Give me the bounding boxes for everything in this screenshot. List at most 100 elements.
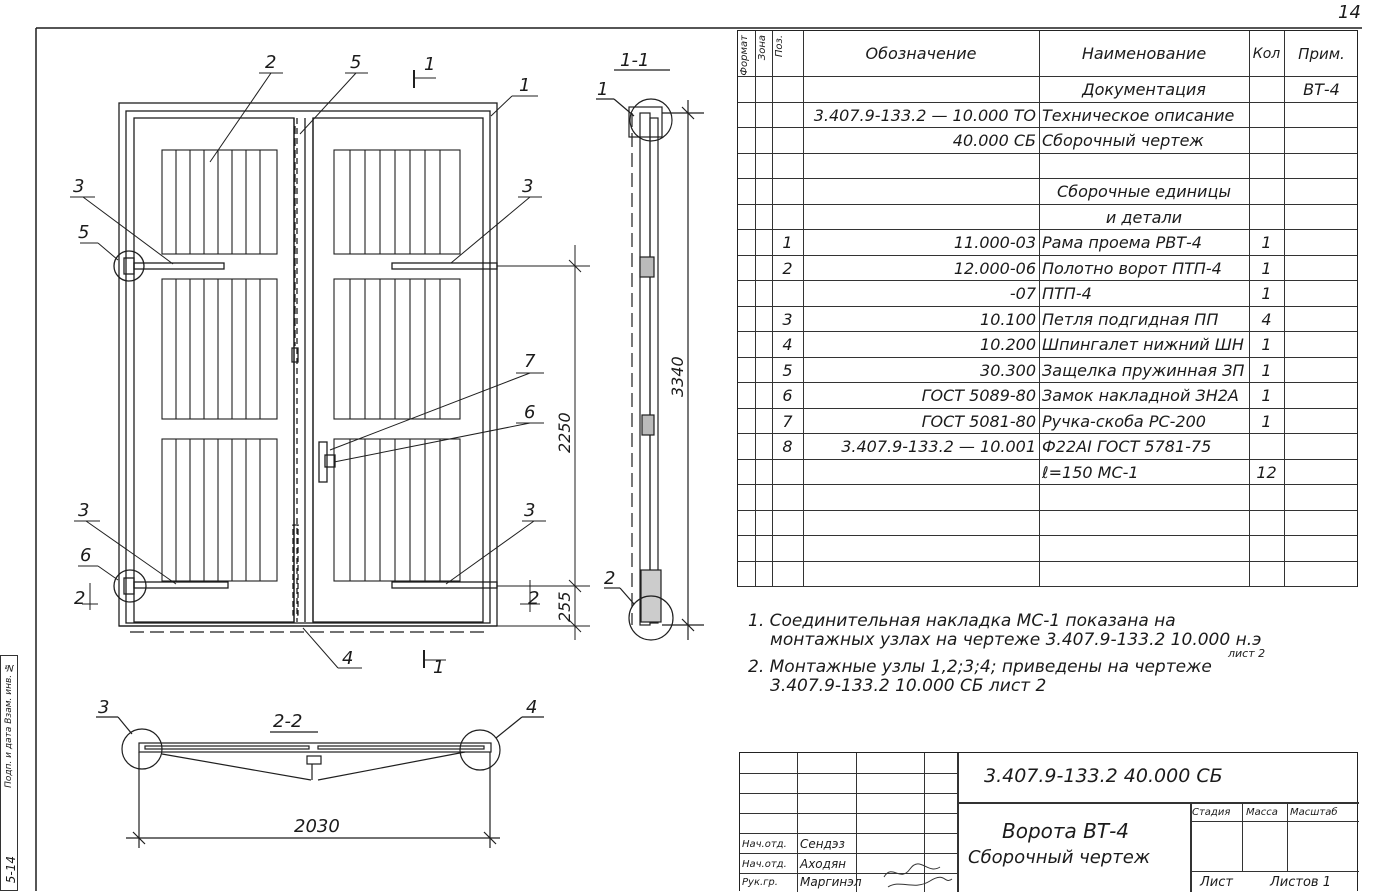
title-block: 3.407.9-133.2 40.000 СБ Ворота ВТ-4 Сбор…	[739, 752, 1359, 892]
cell-note	[1284, 358, 1359, 383]
label-pos-6: 6	[524, 402, 535, 423]
header-qty: Кол	[1252, 46, 1281, 62]
cell-designation	[803, 562, 1039, 587]
mass-label: Масса	[1246, 807, 1278, 818]
spec-row	[738, 562, 1357, 587]
cell-qty: 1	[1261, 360, 1272, 380]
cell-qty	[1249, 128, 1284, 153]
cell-pos	[772, 154, 803, 179]
dim-255: 255	[555, 591, 574, 622]
cell-note	[1284, 511, 1359, 536]
side-stamp-number: 5-14	[4, 856, 18, 884]
doc-code: 3.407.9-133.2 40.000 СБ	[984, 765, 1223, 787]
cell-name: Шпингалет нижний ШН	[1042, 335, 1244, 354]
cell-qty	[1249, 562, 1284, 587]
cut-mark: 1	[424, 54, 435, 75]
cell-note: ВТ-4	[1303, 80, 1340, 99]
cell-qty: 1	[1261, 386, 1272, 405]
cell-designation: 11.000-03	[953, 233, 1036, 252]
cell-designation	[803, 205, 1039, 230]
label-pos-4: 4	[342, 648, 353, 669]
scale-label: Масштаб	[1290, 807, 1338, 818]
cell-name: Рама проема РВТ-4	[1042, 233, 1202, 252]
cell-pos	[772, 281, 803, 306]
cell-name: Замок накладной ЗН2А	[1042, 386, 1239, 405]
spec-row: и детали	[738, 205, 1357, 230]
cell-designation	[803, 460, 1039, 485]
label-pos-3: 3	[98, 697, 109, 718]
label-pos-3: 3	[524, 500, 535, 521]
cell-note	[1284, 281, 1359, 306]
cell-designation: -07	[1009, 284, 1036, 303]
label-pos-6: 6	[80, 545, 91, 566]
side-stamp: Подп. и дата Взам. инв. № 5-14	[0, 655, 18, 891]
spec-row: Сборочные единицы	[738, 179, 1357, 205]
cell-name: Сборочный чертеж	[1042, 131, 1204, 150]
spec-row: 3.407.9-133.2 — 10.000 ТО Техническое опи…	[738, 103, 1357, 128]
cell-note	[1284, 434, 1359, 459]
label-pos-3: 3	[78, 500, 89, 521]
label-pos-1: 1	[519, 75, 530, 96]
cell-designation: 12.000-06	[953, 258, 1036, 278]
cell-qty	[1249, 179, 1284, 204]
header-pos: Поз.	[774, 35, 785, 58]
cell-qty: 1	[1261, 258, 1272, 278]
cell-designation: 30.300	[980, 360, 1036, 380]
cell-name: Петля подгидная ПП	[1042, 309, 1219, 329]
dim-3340: 3340	[668, 356, 687, 397]
label-pos-5: 5	[350, 52, 361, 73]
cell-qty	[1249, 77, 1284, 102]
note-1-line-2: монтажных узлах на чертеже 3.407.9-133.2…	[770, 630, 1262, 650]
cell-note	[1284, 536, 1359, 561]
dim-2030: 2030	[294, 816, 340, 837]
cell-qty: 1	[1261, 411, 1272, 431]
cell-qty	[1249, 511, 1284, 536]
cell-designation: 3.407.9-133.2 — 10.000 ТО	[813, 105, 1036, 125]
spec-header-row: Формат Зона Поз. Обозначение Наименовани…	[738, 31, 1357, 77]
cell-name: ℓ=150 МС-1	[1042, 462, 1139, 482]
label-pos-2: 2	[604, 568, 615, 589]
spec-row	[738, 511, 1359, 536]
panel-slats	[161, 149, 461, 582]
cell-name: Техническое описание	[1042, 105, 1235, 125]
label-pos-7: 7	[524, 351, 536, 372]
section-1-1-title: 1-1	[620, 50, 649, 71]
cell-designation	[803, 154, 1039, 179]
sheet-label: Лист	[1200, 875, 1233, 890]
cell-designation	[803, 511, 1039, 536]
cell-name	[1039, 485, 1249, 510]
cell-designation: 3.407.9-133.2 — 10.001	[841, 437, 1036, 456]
hardware	[291, 126, 336, 616]
role-2: Нач.отд.	[742, 859, 787, 870]
cell-pos: 5	[782, 360, 793, 380]
sheets-label: Листов 1	[1270, 875, 1331, 890]
stage-label: Стадия	[1192, 807, 1231, 818]
note-1-line-1: 1. Соединительная накладка МС-1 показана…	[748, 611, 1176, 631]
cell-pos	[772, 536, 803, 561]
label-pos-4: 4	[526, 697, 537, 718]
cell-note	[1284, 256, 1359, 281]
cell-pos	[772, 77, 803, 102]
cell-name	[1039, 536, 1249, 561]
cell-designation	[803, 536, 1039, 561]
cell-designation	[803, 77, 1039, 102]
cell-name: Полотно ворот ПТП-4	[1042, 258, 1222, 278]
cell-qty	[1249, 205, 1284, 230]
cell-qty	[1249, 536, 1284, 561]
note-2-line-2: 3.407.9-133.2 10.000 СБ лист 2	[770, 676, 1047, 696]
cell-name	[1039, 154, 1249, 179]
section-2-2-view	[96, 716, 544, 848]
dimensions-front	[82, 70, 590, 668]
cell-pos: 1	[782, 233, 793, 252]
cell-pos	[772, 179, 803, 204]
cell-qty	[1249, 154, 1284, 179]
cell-pos: 6	[782, 386, 793, 405]
header-designation: Обозначение	[865, 44, 977, 63]
